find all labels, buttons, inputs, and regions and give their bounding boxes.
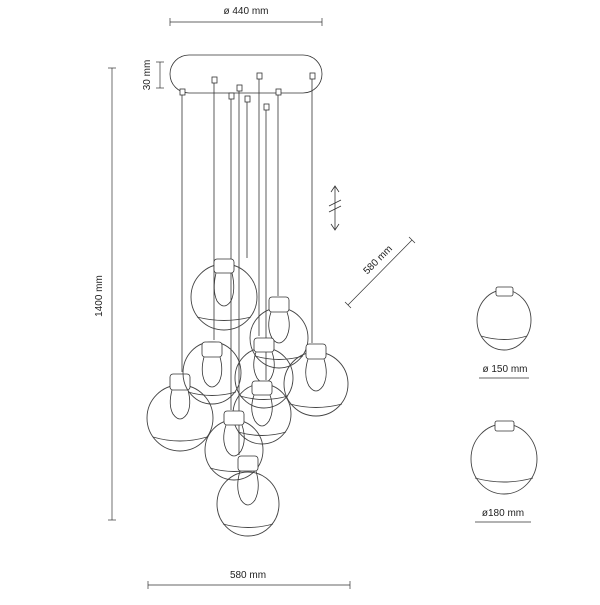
total-height-label: 1400 mm: [94, 275, 105, 317]
pendant-globe: [182, 341, 242, 405]
pendant-globe: [204, 410, 264, 481]
pendant-globe: [283, 343, 349, 417]
pendant-globe: [216, 455, 280, 537]
shade-small-detail: ø 150 mm: [476, 286, 532, 379]
adjustable-height-arrow-icon: [328, 185, 342, 231]
pendant-globe: [146, 373, 214, 452]
spread-bottom-dimension: 580 mm: [147, 570, 351, 589]
pendant-globe: [190, 258, 258, 331]
pendant-cables: [181, 79, 313, 455]
spread-diagonal-label: 580 mm: [362, 244, 395, 277]
total-height-dimension: 1400 mm: [94, 67, 116, 521]
spread-diagonal-dimension: 580 mm: [344, 236, 416, 309]
canopy-diameter-label: ø 440 mm: [223, 6, 268, 17]
shade-large-detail: ø180 mm: [470, 420, 538, 523]
shade-small-label: ø 150 mm: [482, 364, 527, 375]
canopy-height-label: 30 mm: [142, 60, 153, 91]
shade-large-label: ø180 mm: [482, 508, 524, 519]
pendant-globe: [232, 380, 292, 445]
pendant-globe: [234, 337, 294, 409]
canopy-height-dimension: 30 mm: [142, 60, 164, 91]
spread-bottom-label: 580 mm: [230, 570, 266, 581]
ceiling-canopy: [169, 54, 323, 111]
canopy-diameter-dimension: ø 440 mm: [169, 6, 323, 26]
